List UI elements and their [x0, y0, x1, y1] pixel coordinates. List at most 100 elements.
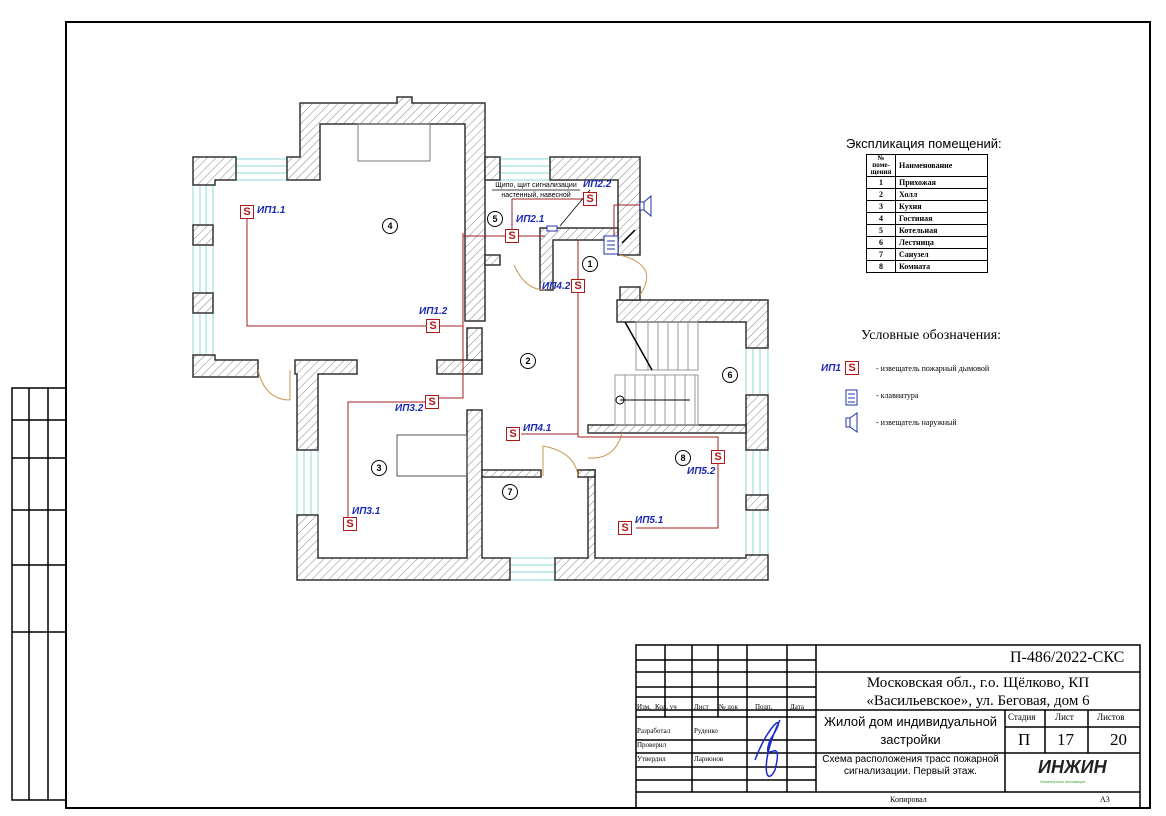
header-izm: Изм.	[637, 703, 651, 711]
detector-label: ИП5.2	[687, 466, 716, 477]
panel-note-line: настенный, навесной	[501, 192, 571, 199]
smoke-detector-icon: S	[618, 521, 632, 535]
stage-label: Стадия	[1008, 712, 1036, 722]
panel-note-line: Щипо, щит сигнализации	[495, 182, 577, 189]
room-name: Холл	[895, 188, 988, 201]
signature	[754, 719, 781, 778]
room-name: Прихожая	[895, 176, 988, 189]
room-number: 6	[722, 367, 738, 383]
fireplace	[357, 123, 431, 162]
panel-note: Щипо, щит сигнализации настенный, навесн…	[490, 181, 582, 201]
sheet-value: 17	[1057, 730, 1074, 749]
smoke-detector-icon: S	[571, 279, 585, 293]
header-sign: Подп.	[755, 703, 773, 711]
room-name: Кухня	[895, 200, 988, 213]
role: Разработал	[637, 727, 671, 735]
role: Утвердил	[637, 755, 666, 763]
explication-title: Экспликация помещений:	[846, 136, 1002, 151]
address-line: «Васильевское», ул. Беговая, дом 6	[866, 693, 1090, 709]
legend-smoke-detector-icon: S	[845, 361, 859, 375]
smoke-detector-icon: S	[711, 450, 725, 464]
room-name: Гостиная	[895, 212, 988, 225]
detector-label: ИП4.2	[542, 281, 571, 292]
header-list: Лист	[694, 703, 709, 711]
format-label: А3	[1100, 795, 1110, 804]
address-line: Московская обл., г.о. Щёлково, КП	[866, 675, 1090, 691]
kitchen-unit	[396, 434, 468, 477]
person: Руденко	[694, 727, 718, 735]
alarm-panel-icon	[546, 225, 558, 232]
room-no: 1	[866, 176, 896, 189]
col-no: № поме-щения	[866, 154, 896, 177]
smoke-detector-icon: S	[240, 205, 254, 219]
smoke-detector-icon: S	[343, 517, 357, 531]
legend-item-text: - извещатель пожарный дымовой	[876, 364, 990, 373]
room-number: 2	[520, 353, 536, 369]
sheets-label: Листов	[1097, 712, 1125, 722]
detector-label: ИП3.2	[395, 403, 424, 414]
stairs	[614, 321, 699, 426]
detector-label: ИП2.2	[583, 179, 612, 190]
room-number: 3	[371, 460, 387, 476]
room-number: 8	[675, 450, 691, 466]
smoke-detector-icon: S	[426, 319, 440, 333]
person: Ларионов	[694, 755, 724, 763]
room-name: Комната	[895, 260, 988, 273]
legend-detector-prefix: ИП1	[821, 363, 841, 374]
room-name: Лестница	[895, 236, 988, 249]
room-name: Котельная	[895, 224, 988, 237]
sheet-label: Лист	[1055, 712, 1074, 722]
legend-keypad-icon	[845, 389, 858, 406]
header-doc: № док	[719, 703, 738, 711]
room-no: 4	[866, 212, 896, 225]
header-date: Дата	[790, 703, 804, 711]
left-stamp-strip	[11, 387, 67, 801]
detector-label: ИП4.1	[523, 423, 552, 434]
room-number: 7	[502, 484, 518, 500]
sheet-title: Схема расположения трасс пожарной сигнал…	[822, 754, 999, 777]
col-name: Наименование	[895, 154, 988, 177]
detector-label: ИП5.1	[635, 515, 664, 526]
room-no: 6	[866, 236, 896, 249]
sheets-value: 20	[1110, 730, 1127, 749]
walls	[192, 96, 769, 581]
detector-label: ИП1.2	[419, 306, 448, 317]
alarm-wiring	[246, 198, 719, 529]
windows	[192, 158, 769, 581]
role: Проверил	[637, 741, 667, 749]
room-no: 3	[866, 200, 896, 213]
legend-item-text: - клавиатура	[876, 391, 919, 400]
document-code: П-486/2022-СКС	[1010, 649, 1125, 666]
room-no: 5	[866, 224, 896, 237]
smoke-detector-icon: S	[505, 229, 519, 243]
detector-label: ИП3.1	[352, 506, 381, 517]
object-name: Жилой дом индивидуальной застройки	[823, 714, 998, 747]
header-kol: Кол. уч	[655, 703, 677, 711]
legend-title: Условные обозначения:	[861, 328, 1002, 343]
legend-item-text: - извещатель наружный	[876, 418, 957, 427]
stage-value: П	[1018, 730, 1031, 749]
room-name: Санузел	[895, 248, 988, 261]
company-logo-subtitle: Инженерные инновации	[1040, 779, 1086, 784]
company-logo: ИНЖИН	[1038, 757, 1107, 777]
legend-sounder-icon	[845, 412, 858, 433]
room-no: 2	[866, 188, 896, 201]
detector-label: ИП1.1	[257, 205, 286, 216]
outdoor-sounder-icon	[639, 194, 652, 218]
address: Московская обл., г.о. Щёлково, КП «Васил…	[816, 674, 1140, 710]
copied-by-label: Копировал	[890, 795, 927, 804]
smoke-detector-icon: S	[506, 427, 520, 441]
room-number: 1	[582, 256, 598, 272]
keypad-icon	[603, 235, 619, 255]
room-no: 7	[866, 248, 896, 261]
doors	[257, 254, 648, 477]
